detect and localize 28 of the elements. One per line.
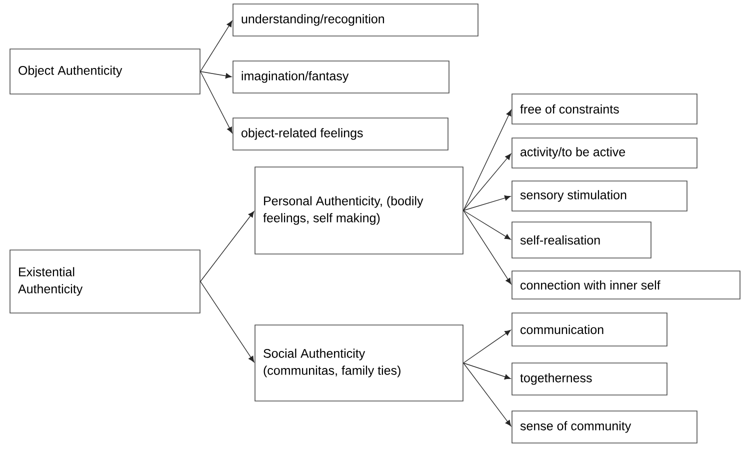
concept-box: free of constraints: [512, 94, 698, 124]
concept-box: self-realisation: [512, 222, 652, 258]
concept-box: object-related feelings: [232, 118, 448, 150]
arrow: [200, 281, 254, 362]
concept-box: connection with inner self: [512, 270, 740, 300]
arrow: [200, 71, 232, 134]
concept-box: communication: [512, 312, 668, 346]
concept-box: Social Authenticity (communitas, family ties): [254, 324, 464, 402]
arrow: [200, 211, 254, 282]
concept-box: togetherness: [512, 362, 668, 396]
concept-box: Object Authenticity: [10, 48, 200, 94]
arrow: [463, 110, 512, 211]
arrow: [463, 362, 512, 426]
concept-box: sensory stimulation: [512, 180, 688, 212]
concept-box: Personal Authenticity, (bodily feelings, self making): [254, 166, 464, 254]
arrow: [200, 20, 232, 72]
arrow: [463, 195, 511, 211]
arrow: [463, 362, 511, 380]
concept-box: sense of community: [512, 410, 698, 444]
arrow: [463, 210, 512, 284]
arrow: [463, 210, 511, 240]
concept-box: Existential Authenticity: [10, 250, 200, 314]
concept-box: activity/to be active: [512, 138, 698, 168]
concept-box: imagination/fantasy: [232, 60, 450, 94]
arrow: [200, 71, 232, 79]
concept-box: understanding/recognition: [232, 4, 478, 36]
arrow: [463, 330, 511, 364]
arrow: [463, 154, 512, 211]
